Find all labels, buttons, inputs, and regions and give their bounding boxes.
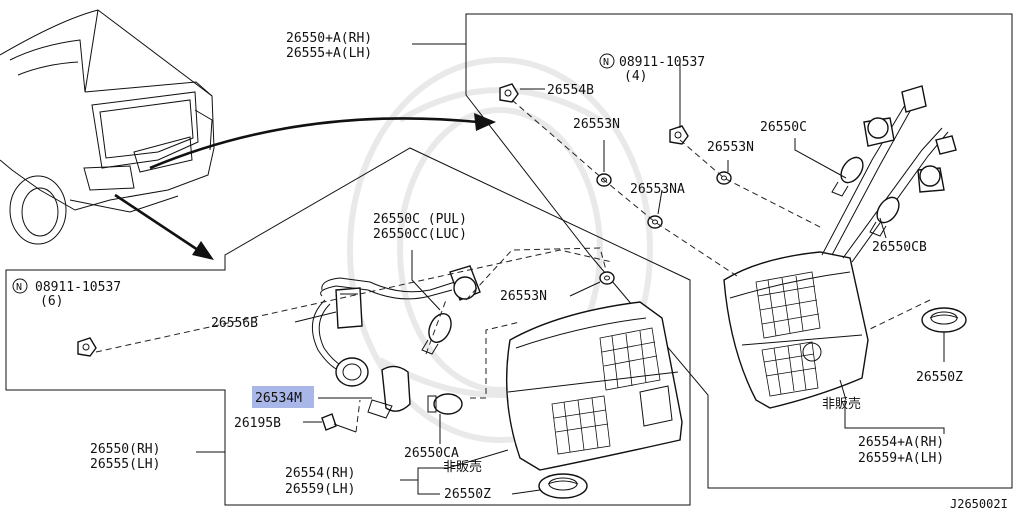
bulb-26550cb [869,196,900,237]
nut-08911-upper [669,125,689,145]
label-26559a-lh[interactable]: 26559+A(LH) [858,451,944,466]
screw-26195b [321,413,357,433]
label-26550cc-luc[interactable]: 26550CC(LUC) [373,227,467,242]
label-26550z-bottom[interactable]: 26550Z [444,487,491,502]
label-26553na[interactable]: 26553NA [630,182,685,197]
label-26556b[interactable]: 26556B [211,316,258,331]
label-26550c-pul[interactable]: 26550C (PUL) [373,212,467,227]
n-mark-upper: N [603,57,609,68]
inner-lamp-assembly [723,251,869,409]
leader-lines [196,43,945,495]
n-mark-lower: N [16,282,22,293]
label-26550c-top[interactable]: 26550C [760,120,807,135]
outer-lamp-assembly [505,301,683,471]
upper-assembly-lines [511,99,931,331]
label-26550z-right[interactable]: 26550Z [916,370,963,385]
highlight-26534m [252,386,314,408]
bulb-26550c-lower [421,313,452,355]
bulb-26550c-upper [831,156,864,197]
lower-group-frame [5,147,691,506]
label-lower-assy-rh[interactable]: 26550(RH) [90,442,160,457]
label-26553n-c[interactable]: 26553N [500,289,547,304]
label-nut-lower-qty: (6) [40,294,63,309]
label-26554-rh[interactable]: 26554(RH) [285,466,355,481]
vehicle-rear-illustration [0,9,215,245]
label-26550cb[interactable]: 26550CB [872,240,927,255]
n-mark-circle-lower [12,278,28,294]
grommet-26550z-right [921,307,967,333]
label-nut-upper-qty: (4) [624,69,647,84]
label-26550ca[interactable]: 26550CA [404,446,459,461]
label-26553n-a[interactable]: 26553N [573,117,620,132]
lower-assembly-lines [95,247,613,433]
label-not-for-sale-left: 非販売 [443,459,482,475]
grommet-26550z-bottom [538,473,588,499]
label-26553n-b[interactable]: 26553N [707,140,754,155]
label-upper-assy-rh[interactable]: 26550+A(RH) [286,31,372,46]
label-not-for-sale-right: 非販売 [822,396,861,412]
label-26534m[interactable]: 26534M [255,391,302,406]
label-26554a-rh[interactable]: 26554+A(RH) [858,435,944,450]
label-nut-upper[interactable]: 08911-10537 [619,55,705,70]
bulb-26550ca [427,393,463,415]
location-arrows [114,113,496,260]
socket-26534m [335,357,411,419]
label-26559-lh[interactable]: 26559(LH) [285,482,355,497]
label-nut-lower[interactable]: 08911-10537 [35,280,121,295]
nut-08911-lower [77,337,97,357]
nut-26554b [499,83,519,103]
part-labels: 26550+A(RH) 26555+A(LH) N 08911-10537 (4… [12,31,1008,511]
washer-26553n-c [599,271,615,285]
upper-harness [821,85,957,263]
connector-26556b [335,287,363,329]
label-26195b[interactable]: 26195B [234,416,281,431]
label-lower-assy-lh[interactable]: 26555(LH) [90,457,160,472]
diagram-id: J265002I [950,497,1008,511]
label-upper-assy-lh[interactable]: 26555+A(LH) [286,46,372,61]
label-26554b[interactable]: 26554B [547,83,594,98]
n-mark-circle-upper [599,53,615,69]
